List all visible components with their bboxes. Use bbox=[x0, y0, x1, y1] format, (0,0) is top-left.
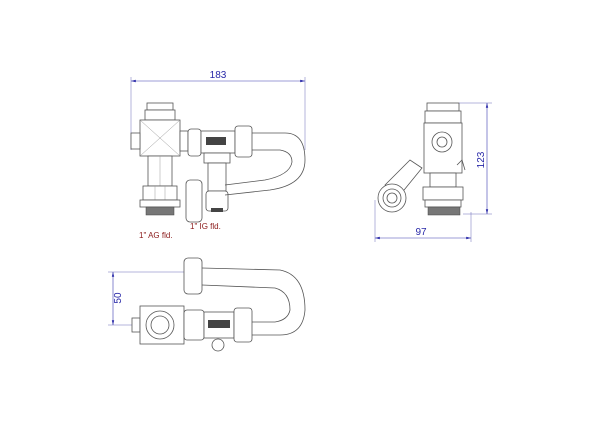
top-view: 50 bbox=[108, 257, 306, 352]
u-pipe bbox=[224, 132, 306, 196]
ig-connection-label: 1" IG fld. bbox=[190, 222, 221, 231]
valve-body bbox=[130, 102, 189, 216]
dimension-label-depth: 50 bbox=[113, 292, 124, 304]
front-view: 183 bbox=[130, 70, 306, 240]
dimension-label-height: 123 bbox=[476, 151, 487, 168]
dimension-123: 123 bbox=[459, 102, 492, 215]
dimension-97: 97 bbox=[374, 200, 472, 242]
strainer-fitting bbox=[187, 125, 253, 212]
side-view: 123 97 bbox=[374, 102, 492, 242]
dimension-label-width: 183 bbox=[210, 70, 227, 81]
dimension-label-side-width: 97 bbox=[415, 227, 427, 238]
union-nut bbox=[185, 179, 203, 223]
ag-connection-label: 1" AG fld. bbox=[139, 231, 173, 240]
